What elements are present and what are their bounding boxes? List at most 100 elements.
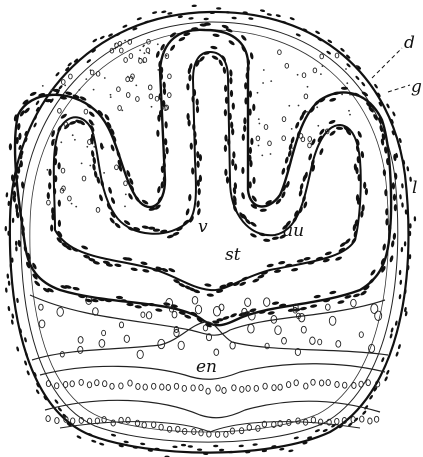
cell-nucleus <box>186 83 189 90</box>
cell-nucleus <box>99 35 105 40</box>
cell-outline <box>79 379 83 385</box>
cell-nucleus <box>370 269 377 277</box>
cell-outline <box>46 381 50 387</box>
cell-outline <box>351 299 357 307</box>
cell-nucleus <box>361 204 365 211</box>
cell-nucleus <box>122 24 128 28</box>
cell-outline <box>282 136 286 141</box>
cell-outline <box>371 304 378 314</box>
cell-nucleus <box>346 63 351 68</box>
tissue-dot <box>60 141 62 143</box>
cell-outline <box>246 385 250 391</box>
tissue-dot <box>85 78 87 80</box>
cell-outline <box>286 382 290 388</box>
cell-nucleus <box>389 255 394 263</box>
cell-outline <box>149 94 153 99</box>
cell-nucleus <box>197 208 202 216</box>
cell-nucleus <box>361 81 366 87</box>
cell-nucleus <box>234 163 237 170</box>
cell-outline <box>248 324 254 333</box>
cell-nucleus <box>399 270 402 275</box>
cell-outline <box>60 352 64 357</box>
cell-nucleus <box>289 17 295 21</box>
tissue-dot <box>349 94 351 96</box>
cell-nucleus <box>398 294 401 300</box>
cell-nucleus <box>242 134 245 141</box>
cell-outline <box>335 418 339 424</box>
label-d: d <box>404 33 415 53</box>
cell-nucleus <box>212 33 220 37</box>
tissue-dot <box>86 146 88 148</box>
cell-nucleus <box>6 273 9 278</box>
cell-outline <box>245 298 251 306</box>
cell-outline <box>57 308 63 317</box>
cell-outline <box>214 349 219 355</box>
tissue-dot <box>125 194 127 196</box>
cell-nucleus <box>230 121 233 128</box>
cell-outline <box>304 94 308 99</box>
cell-nucleus <box>191 167 195 174</box>
cell-outline <box>71 418 75 424</box>
tissue-dot <box>124 40 126 42</box>
cell-nucleus <box>210 45 218 49</box>
cell-nucleus <box>391 240 395 248</box>
cell-outline <box>219 304 224 311</box>
tissue-dot <box>110 94 112 96</box>
cell-outline <box>335 53 339 58</box>
cell-nucleus <box>313 294 321 298</box>
cell-outline <box>287 420 291 426</box>
cell-outline <box>129 54 133 59</box>
cell-outline <box>102 417 106 423</box>
tissue-dot <box>307 86 309 88</box>
cell-nucleus <box>414 216 417 221</box>
label-leader-lines <box>372 48 410 92</box>
cell-nucleus <box>401 183 404 188</box>
cell-nucleus <box>383 169 387 176</box>
cell-nucleus <box>392 182 395 189</box>
cell-outline <box>272 385 276 391</box>
tissue-dot <box>124 206 126 208</box>
cell-nucleus <box>249 91 252 98</box>
cell-outline <box>136 384 140 390</box>
cell-nucleus <box>91 150 95 158</box>
cell-outline <box>359 381 363 387</box>
cell-outline <box>222 388 226 394</box>
cell-outline <box>335 382 339 388</box>
cell-nucleus <box>184 314 192 319</box>
tissue-dot <box>341 94 343 96</box>
tissue-dot <box>93 134 95 136</box>
cell-nucleus <box>152 11 158 15</box>
cell-nucleus <box>88 111 95 118</box>
tissue-dot <box>162 47 164 49</box>
cell-nucleus <box>250 138 253 145</box>
cell-nucleus <box>393 194 396 201</box>
cell-nucleus <box>197 448 202 451</box>
cell-nucleus <box>7 231 9 236</box>
tissue-dot <box>135 85 137 87</box>
cell-nucleus <box>295 33 301 37</box>
cell-outline <box>58 108 62 113</box>
cell-nucleus <box>240 34 247 41</box>
cell-nucleus <box>140 261 148 266</box>
cell-outline <box>282 338 287 345</box>
cell-outline <box>148 85 152 90</box>
cell-nucleus <box>329 97 337 102</box>
cell-nucleus <box>290 136 295 144</box>
tissue-dot <box>257 92 259 94</box>
cell-outline <box>216 385 220 391</box>
cell-nucleus <box>243 117 246 124</box>
cell-nucleus <box>390 327 394 333</box>
cell-nucleus <box>219 449 224 452</box>
tissue-dot <box>259 123 261 125</box>
cell-outline <box>360 416 364 422</box>
cell-nucleus <box>5 226 7 231</box>
cell-nucleus <box>246 72 249 79</box>
cell-outline <box>126 93 130 98</box>
cell-nucleus <box>230 312 238 318</box>
cell-nucleus <box>395 320 399 326</box>
cell-nucleus <box>250 221 258 228</box>
leader-line-d <box>372 48 402 78</box>
cell-outline <box>99 340 105 348</box>
cell-nucleus <box>114 263 122 268</box>
cell-nucleus <box>326 50 332 55</box>
